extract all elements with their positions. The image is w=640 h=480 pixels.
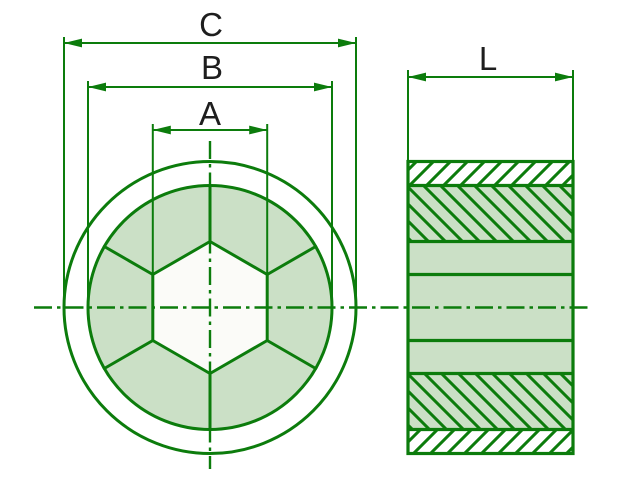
dim-b-arrow-right bbox=[314, 82, 332, 92]
dim-l-arrow-left bbox=[408, 72, 426, 82]
dim-a-arrow-left bbox=[152, 125, 171, 135]
section-hatch-material-top bbox=[408, 185, 573, 242]
section-hatch-outer-top bbox=[408, 161, 573, 186]
dimension-c: C bbox=[63, 6, 357, 309]
dim-a-arrow-right bbox=[249, 125, 268, 135]
section-edge-lines bbox=[408, 183, 573, 432]
dim-c-arrow-left bbox=[64, 38, 82, 48]
dim-c-label: C bbox=[199, 6, 223, 43]
dim-c-arrow-right bbox=[338, 38, 356, 48]
section-view bbox=[406, 159, 575, 456]
section-hatch-outer-bottom bbox=[408, 429, 573, 454]
section-hatch-material-bottom bbox=[408, 373, 573, 430]
dim-a-label: A bbox=[199, 95, 221, 132]
dimensions: C B A bbox=[63, 6, 574, 309]
dim-b-label: B bbox=[201, 49, 223, 86]
dimension-b: B bbox=[87, 49, 333, 309]
dim-l-label: L bbox=[479, 40, 497, 77]
dim-l-arrow-right bbox=[555, 72, 573, 82]
dim-b-arrow-left bbox=[88, 82, 106, 92]
dimension-a: A bbox=[151, 95, 269, 277]
dimension-l: L bbox=[407, 40, 574, 160]
centerlines bbox=[34, 141, 589, 469]
